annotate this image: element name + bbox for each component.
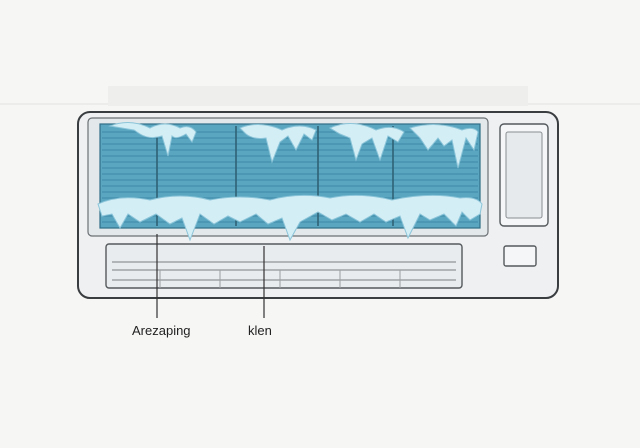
- vent-segments: [159, 270, 401, 288]
- indicator-window: [503, 245, 537, 267]
- label-freezing: Arezaping: [132, 323, 191, 338]
- ice-icicles: [328, 123, 405, 162]
- ice-icicles: [409, 124, 479, 169]
- display-window: [505, 131, 543, 219]
- ice-icicles: [97, 194, 483, 242]
- wall-band: [108, 86, 528, 106]
- air-outlet-vent: [105, 243, 463, 289]
- vent-louvers: [112, 261, 456, 281]
- label-vent: klen: [248, 323, 272, 338]
- ice-icicles: [108, 122, 197, 157]
- ice-icicles: [239, 124, 317, 164]
